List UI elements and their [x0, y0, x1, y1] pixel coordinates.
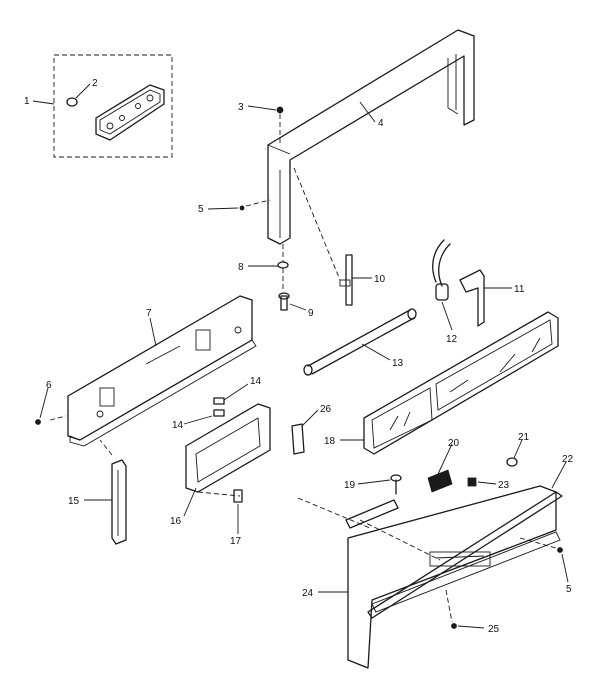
part-12-socket — [432, 239, 451, 301]
label-part-1: 1 — [24, 96, 30, 107]
part-19-screw — [390, 474, 402, 495]
label-part-11: 11 — [514, 284, 525, 295]
label-part-17: 17 — [230, 536, 242, 547]
label-part-6: 6 — [46, 380, 52, 391]
label-part-14-lower: 14 — [172, 420, 184, 431]
label-part-5-upper: 5 — [198, 204, 204, 215]
part-5-screw-upper — [239, 199, 271, 211]
label-part-5-lower: 5 — [566, 584, 572, 595]
leader-lines — [32, 83, 569, 629]
label-part-26: 26 — [320, 404, 332, 415]
part-7-control-panel — [49, 295, 257, 447]
label-part-21: 21 — [518, 432, 530, 443]
part-25-screw — [445, 589, 457, 629]
label-part-20: 20 — [448, 438, 460, 449]
label-part-16: 16 — [170, 516, 182, 527]
label-part-12: 12 — [446, 334, 458, 345]
part-22-trim-strip — [367, 491, 563, 619]
label-part-22: 22 — [562, 454, 574, 465]
part-1-overlay-kit — [53, 54, 173, 158]
part-26-plate — [291, 423, 305, 455]
label-part-13: 13 — [392, 358, 404, 369]
part-18-window-glass — [363, 311, 559, 455]
part-24-control-housing — [297, 485, 561, 669]
part-8-washer — [277, 244, 289, 292]
callout-labels: 1 2 3 4 5 6 7 8 9 10 11 12 13 14 14 15 1… — [24, 78, 574, 635]
part-6-screw — [35, 419, 41, 425]
label-part-24: 24 — [302, 588, 314, 599]
part-5-screw-lower — [519, 537, 563, 553]
label-part-15: 15 — [68, 496, 80, 507]
label-part-18: 18 — [324, 436, 336, 447]
label-part-4: 4 — [378, 118, 384, 129]
part-10-bracket — [293, 167, 353, 306]
part-21-knob — [506, 457, 518, 467]
part-11-bracket — [459, 269, 485, 327]
label-part-3: 3 — [238, 102, 244, 113]
part-20-switch — [427, 469, 453, 493]
part-3-screw — [276, 106, 284, 145]
label-part-10: 10 — [374, 274, 386, 285]
label-part-7: 7 — [146, 308, 152, 319]
part-13-lamp-tube — [303, 308, 417, 376]
label-part-9: 9 — [308, 308, 314, 319]
label-part-19: 19 — [344, 480, 356, 491]
part-17-screw — [233, 489, 243, 503]
label-part-8: 8 — [238, 262, 244, 273]
label-part-2: 2 — [92, 78, 98, 89]
label-part-25: 25 — [488, 624, 500, 635]
label-part-23: 23 — [498, 480, 510, 491]
part-15-side-trim — [99, 439, 127, 545]
part-16-frame — [185, 403, 271, 497]
part-9-bolt — [278, 292, 290, 311]
part-14-clips — [213, 397, 225, 417]
label-part-14-upper: 14 — [250, 376, 262, 387]
part-4-backguard-frame — [267, 29, 475, 245]
part-23-clip — [467, 477, 477, 487]
